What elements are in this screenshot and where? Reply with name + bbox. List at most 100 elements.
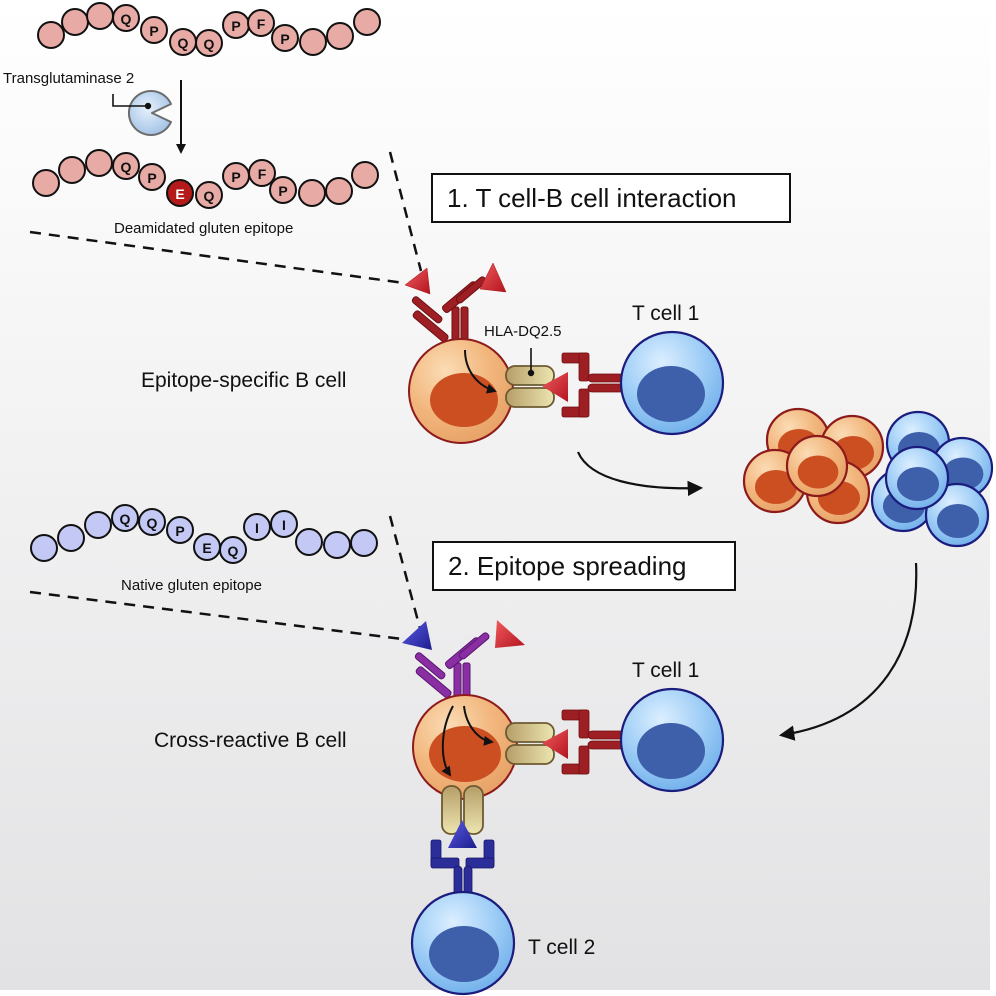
residue-letter: Q <box>204 188 215 204</box>
peptide-residue-bead <box>57 524 85 552</box>
residue-letter: I <box>282 517 286 533</box>
t-cell-2-label: T cell 2 <box>528 936 595 959</box>
t-cell-2-nucleus <box>429 926 499 982</box>
nucleus <box>936 503 980 539</box>
peptide-residue-bead <box>111 504 139 532</box>
peptide-residue-bead <box>270 510 298 538</box>
peptide-residue-bead <box>248 159 276 187</box>
peptide-residue-bead <box>195 29 223 57</box>
epitope-spreading-arrow <box>778 562 918 741</box>
expanded-cell-cluster <box>742 407 994 548</box>
residue-letter: Q <box>204 36 215 52</box>
t-cell-1 <box>619 330 725 436</box>
peptide-residue-bead <box>195 181 223 209</box>
residue-letter: P <box>231 169 240 185</box>
peptide-residue-bead <box>138 508 166 536</box>
peptide-residue-bead <box>243 513 271 541</box>
residue-letter: Q <box>228 543 239 559</box>
peptide-residue-bead <box>219 536 247 564</box>
b-cell-1 <box>408 338 514 444</box>
hla-dq2-5-molecule-2 <box>505 722 555 765</box>
step-2-box: 2. Epitope spreading <box>432 541 736 591</box>
enzyme-label: Transglutaminase 2 <box>3 70 134 87</box>
peptide-residue-bead <box>112 152 140 180</box>
peptide-residue-bead <box>295 528 323 556</box>
step-1-title: 1. T cell-B cell interaction <box>447 183 737 213</box>
nucleus <box>942 457 984 491</box>
residue-letter: Q <box>147 515 158 531</box>
peptide-residue-bead <box>140 16 168 44</box>
dashed-guide-line <box>388 151 423 272</box>
step-1-box: 1. T cell-B cell interaction <box>431 173 791 223</box>
peptide-residue-bead <box>247 9 275 37</box>
peptide-residue-bead <box>166 516 194 544</box>
dashed-guide-line <box>29 590 411 642</box>
presented-native-antigen-triangle <box>448 820 477 848</box>
native-antigen-triangle <box>402 621 432 650</box>
proliferation-arrow <box>576 451 704 497</box>
tcr-1b <box>561 709 625 775</box>
internalization-arrow <box>441 705 454 777</box>
peptide-residue-bead <box>323 531 351 559</box>
expanded-t-cell <box>924 482 990 548</box>
presented-antigen-triangle <box>542 372 568 402</box>
peptide-residue-bead <box>351 161 379 189</box>
residue-letter: P <box>147 170 156 186</box>
hla-dq2-5-label: HLA-DQ2.5 <box>484 323 562 340</box>
deamidated-epitope-label: Deamidated gluten epitope <box>114 220 293 237</box>
residue-letter: Q <box>121 11 132 27</box>
nucleus <box>896 466 940 502</box>
peptide-residue-bead <box>353 8 381 36</box>
residue-letter: P <box>280 31 289 47</box>
peptide-residue-bead <box>299 28 327 56</box>
enzyme-leader-line <box>112 94 148 107</box>
residue-letter: Q <box>178 35 189 51</box>
bcr-antibody-2 <box>414 632 490 699</box>
peptide-residue-bead <box>298 179 326 207</box>
residue-letter: E <box>202 540 211 556</box>
b-cell-2-label: Cross-reactive B cell <box>154 729 347 752</box>
t-cell-2 <box>410 890 516 996</box>
peptide-residue-bead <box>350 529 378 557</box>
peptide-residue-bead <box>325 177 353 205</box>
t-cell-1b <box>619 687 725 793</box>
presented-antigen-triangle <box>542 729 568 759</box>
peptide-residue-bead <box>37 21 65 49</box>
residue-letter: Q <box>121 159 132 175</box>
residue-letter: P <box>278 183 287 199</box>
dashed-guide-line <box>388 515 424 637</box>
deamidated-antigen-triangle <box>495 620 525 648</box>
internalization-arrow <box>463 705 494 746</box>
peptide-residue-bead <box>271 24 299 52</box>
bcr-antibody-1 <box>411 276 487 343</box>
peptide-residue-bead <box>86 2 114 30</box>
hla-dq2-5-molecule-3 <box>441 785 484 835</box>
native-epitope-label: Native gluten epitope <box>121 577 262 594</box>
t-cell-1-label: T cell 1 <box>632 302 699 325</box>
nucleus <box>754 469 798 505</box>
peptide-residue-bead <box>166 179 194 207</box>
internalization-arrow <box>464 349 497 394</box>
residue-letter: P <box>175 523 184 539</box>
residue-letter: P <box>231 18 240 34</box>
b-cell-1-nucleus <box>430 373 498 427</box>
step-2-title: 2. Epitope spreading <box>448 551 687 581</box>
t-cell-1-nucleus <box>637 366 705 422</box>
residue-letter: P <box>149 23 158 39</box>
peptide-residue-bead <box>85 149 113 177</box>
peptide-residue-bead <box>30 534 58 562</box>
t-cell-1b-nucleus <box>637 723 705 779</box>
b-cell-1-label: Epitope-specific B cell <box>141 369 346 392</box>
expanded-t-cell <box>884 445 950 511</box>
peptide-residue-bead <box>84 511 112 539</box>
t-cell-1b-label: T cell 1 <box>632 659 699 682</box>
peptide-residue-bead <box>61 8 89 36</box>
residue-letter: E <box>175 186 184 202</box>
residue-letter: Q <box>120 511 131 527</box>
dashed-guide-line <box>29 230 405 285</box>
deamidated-antigen-triangle <box>479 262 507 293</box>
nucleus <box>797 455 839 489</box>
